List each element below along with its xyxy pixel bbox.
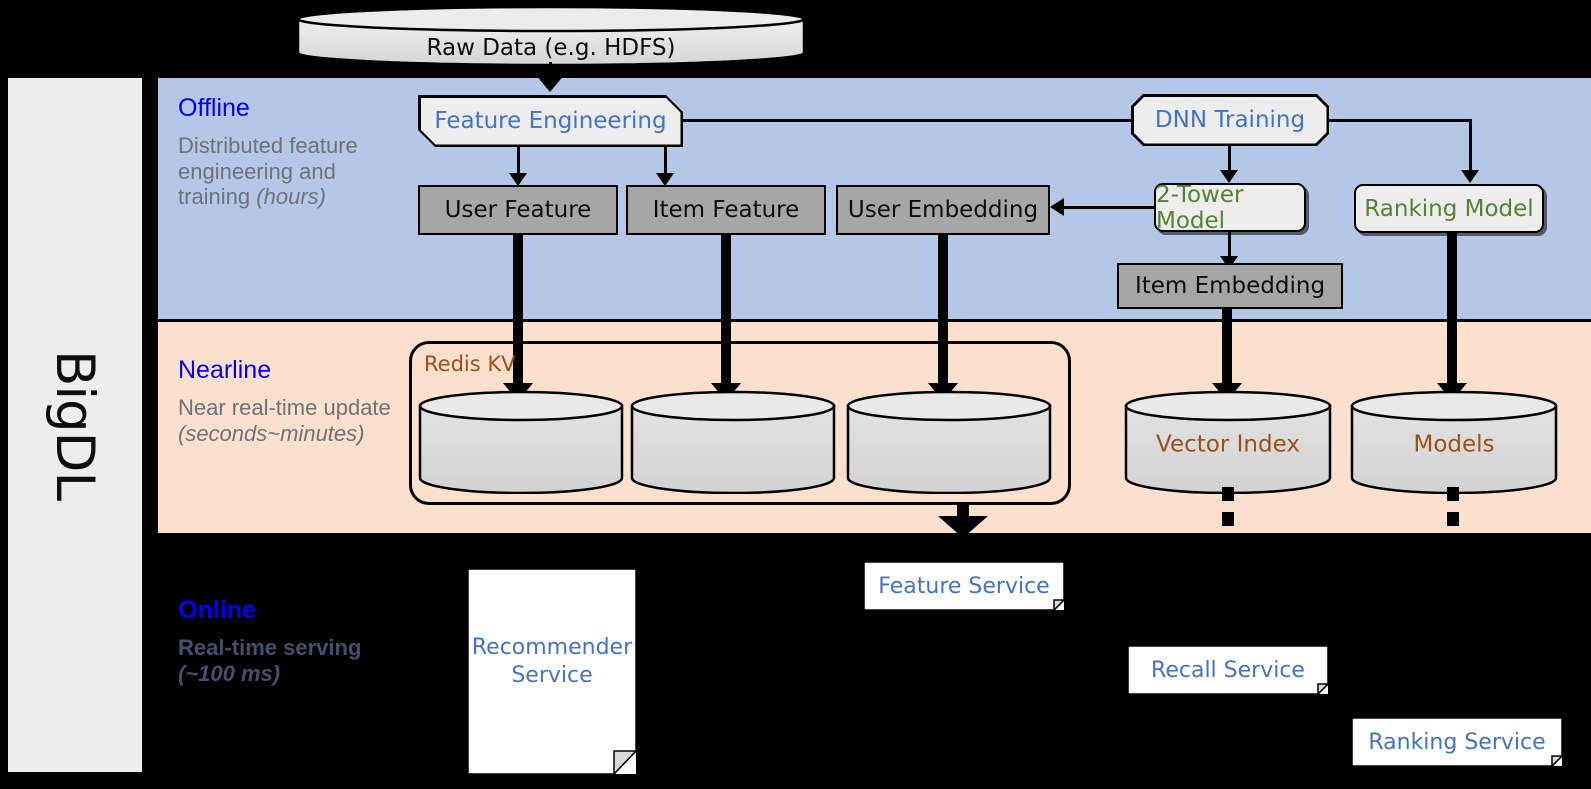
two-tower-model-label: 2-Tower Model [1156, 181, 1244, 234]
thick-connector-userfeature [513, 235, 523, 387]
ranking-model-label: Ranking Model [1364, 195, 1534, 222]
item-embedding-box[interactable]: Item Embedding [1117, 263, 1343, 309]
nearline-title: Nearline [178, 356, 272, 384]
feature-service-label: Feature Service [878, 573, 1050, 599]
connector-fe-itemfeature [664, 147, 667, 177]
thick-connector-itememb-vector [1222, 309, 1232, 387]
redis-kv-label: Redis KV [424, 352, 516, 376]
ranking-model-box[interactable]: Ranking Model [1354, 184, 1544, 233]
arrowhead-2tower-userembedding [1050, 198, 1064, 216]
ranking-service-label: Ranking Service [1368, 729, 1546, 755]
nearline-desc: Near real-time update (seconds~minutes) [178, 395, 391, 446]
arrowhead-fe-itemfeature [656, 173, 674, 186]
online-text-block: Online Real-time serving (~100 ms) [178, 598, 393, 686]
dash-stub-vector-1 [1222, 487, 1234, 501]
thick-connector-userembedding [938, 235, 948, 387]
arrowhead-redis-featureservice [938, 516, 988, 538]
redis-kv-container [409, 341, 1071, 505]
feature-service-box[interactable]: Feature Service [864, 562, 1064, 610]
connector-dnn-ranking-h [1329, 119, 1472, 122]
kv-cylinder-user-feature [418, 390, 624, 494]
user-feature-label: User Feature [444, 197, 592, 223]
online-desc: Real-time serving (~100 ms) [178, 635, 362, 686]
connector-fe-dnn [683, 119, 1155, 122]
connector-2tower-userembedding [1064, 206, 1156, 209]
connector-dnn-2tower [1228, 146, 1231, 174]
vector-index-cylinder[interactable]: Vector Index [1124, 390, 1332, 494]
arrowhead-rawdata-fe [535, 74, 565, 92]
recommender-service-box[interactable]: Recommender Service [468, 569, 636, 774]
offline-title: Offline [178, 94, 250, 122]
arrowhead-fe-userfeature [509, 173, 527, 186]
raw-data-cylinder: Raw Data (e.g. HDFS) [296, 5, 806, 67]
recall-service-box[interactable]: Recall Service [1128, 646, 1328, 694]
user-embedding-label: User Embedding [847, 197, 1039, 223]
bigdl-label: BigDL [44, 349, 106, 501]
models-label: Models [1413, 431, 1495, 458]
thick-connector-itemfeature [721, 235, 731, 387]
offline-text-block: Offline Distributed feature engineering … [178, 96, 393, 210]
raw-data-label: Raw Data (e.g. HDFS) [426, 35, 676, 61]
ranking-service-box[interactable]: Ranking Service [1352, 718, 1562, 766]
dnn-training-box[interactable]: DNN Training [1131, 94, 1329, 146]
recall-service-label: Recall Service [1151, 657, 1305, 683]
connector-rawdata-fe [549, 62, 552, 80]
nearline-text-block: Nearline Near real-time update (seconds~… [178, 358, 413, 446]
two-tower-model-box[interactable]: 2-Tower Model [1154, 181, 1306, 234]
vector-index-label: Vector Index [1156, 431, 1300, 458]
online-title: Online [178, 596, 256, 624]
feature-engineering-box[interactable]: Feature Engineering [418, 95, 683, 147]
models-cylinder[interactable]: Models [1350, 390, 1558, 494]
arrowhead-dnn-ranking [1461, 170, 1479, 183]
item-feature-label: Item Feature [652, 197, 800, 223]
user-feature-box[interactable]: User Feature [418, 185, 618, 235]
dash-stub-models-2 [1447, 512, 1459, 526]
connector-redis-featureservice-stub [957, 505, 969, 518]
kv-cylinder-user-embedding [846, 390, 1052, 494]
user-embedding-box[interactable]: User Embedding [836, 185, 1050, 235]
connector-dnn-ranking-v [1469, 119, 1472, 174]
dash-stub-models-1 [1447, 487, 1459, 501]
item-feature-box[interactable]: Item Feature [626, 185, 826, 235]
kv-cylinder-item-feature [630, 390, 836, 494]
connector-2tower-itememb [1228, 232, 1231, 260]
bigdl-sidebar: BigDL [8, 78, 142, 772]
arrowhead-dnn-2tower [1220, 170, 1238, 183]
thick-connector-ranking-models [1447, 232, 1457, 387]
connector-fe-userfeature [517, 147, 520, 177]
feature-engineering-label: Feature Engineering [434, 108, 667, 134]
offline-desc: Distributed feature engineering and trai… [178, 133, 358, 210]
dnn-training-label: DNN Training [1154, 107, 1306, 133]
item-embedding-label: Item Embedding [1134, 273, 1326, 299]
dash-stub-vector-2 [1222, 512, 1234, 526]
recommender-service-label: Recommender Service [471, 635, 633, 688]
